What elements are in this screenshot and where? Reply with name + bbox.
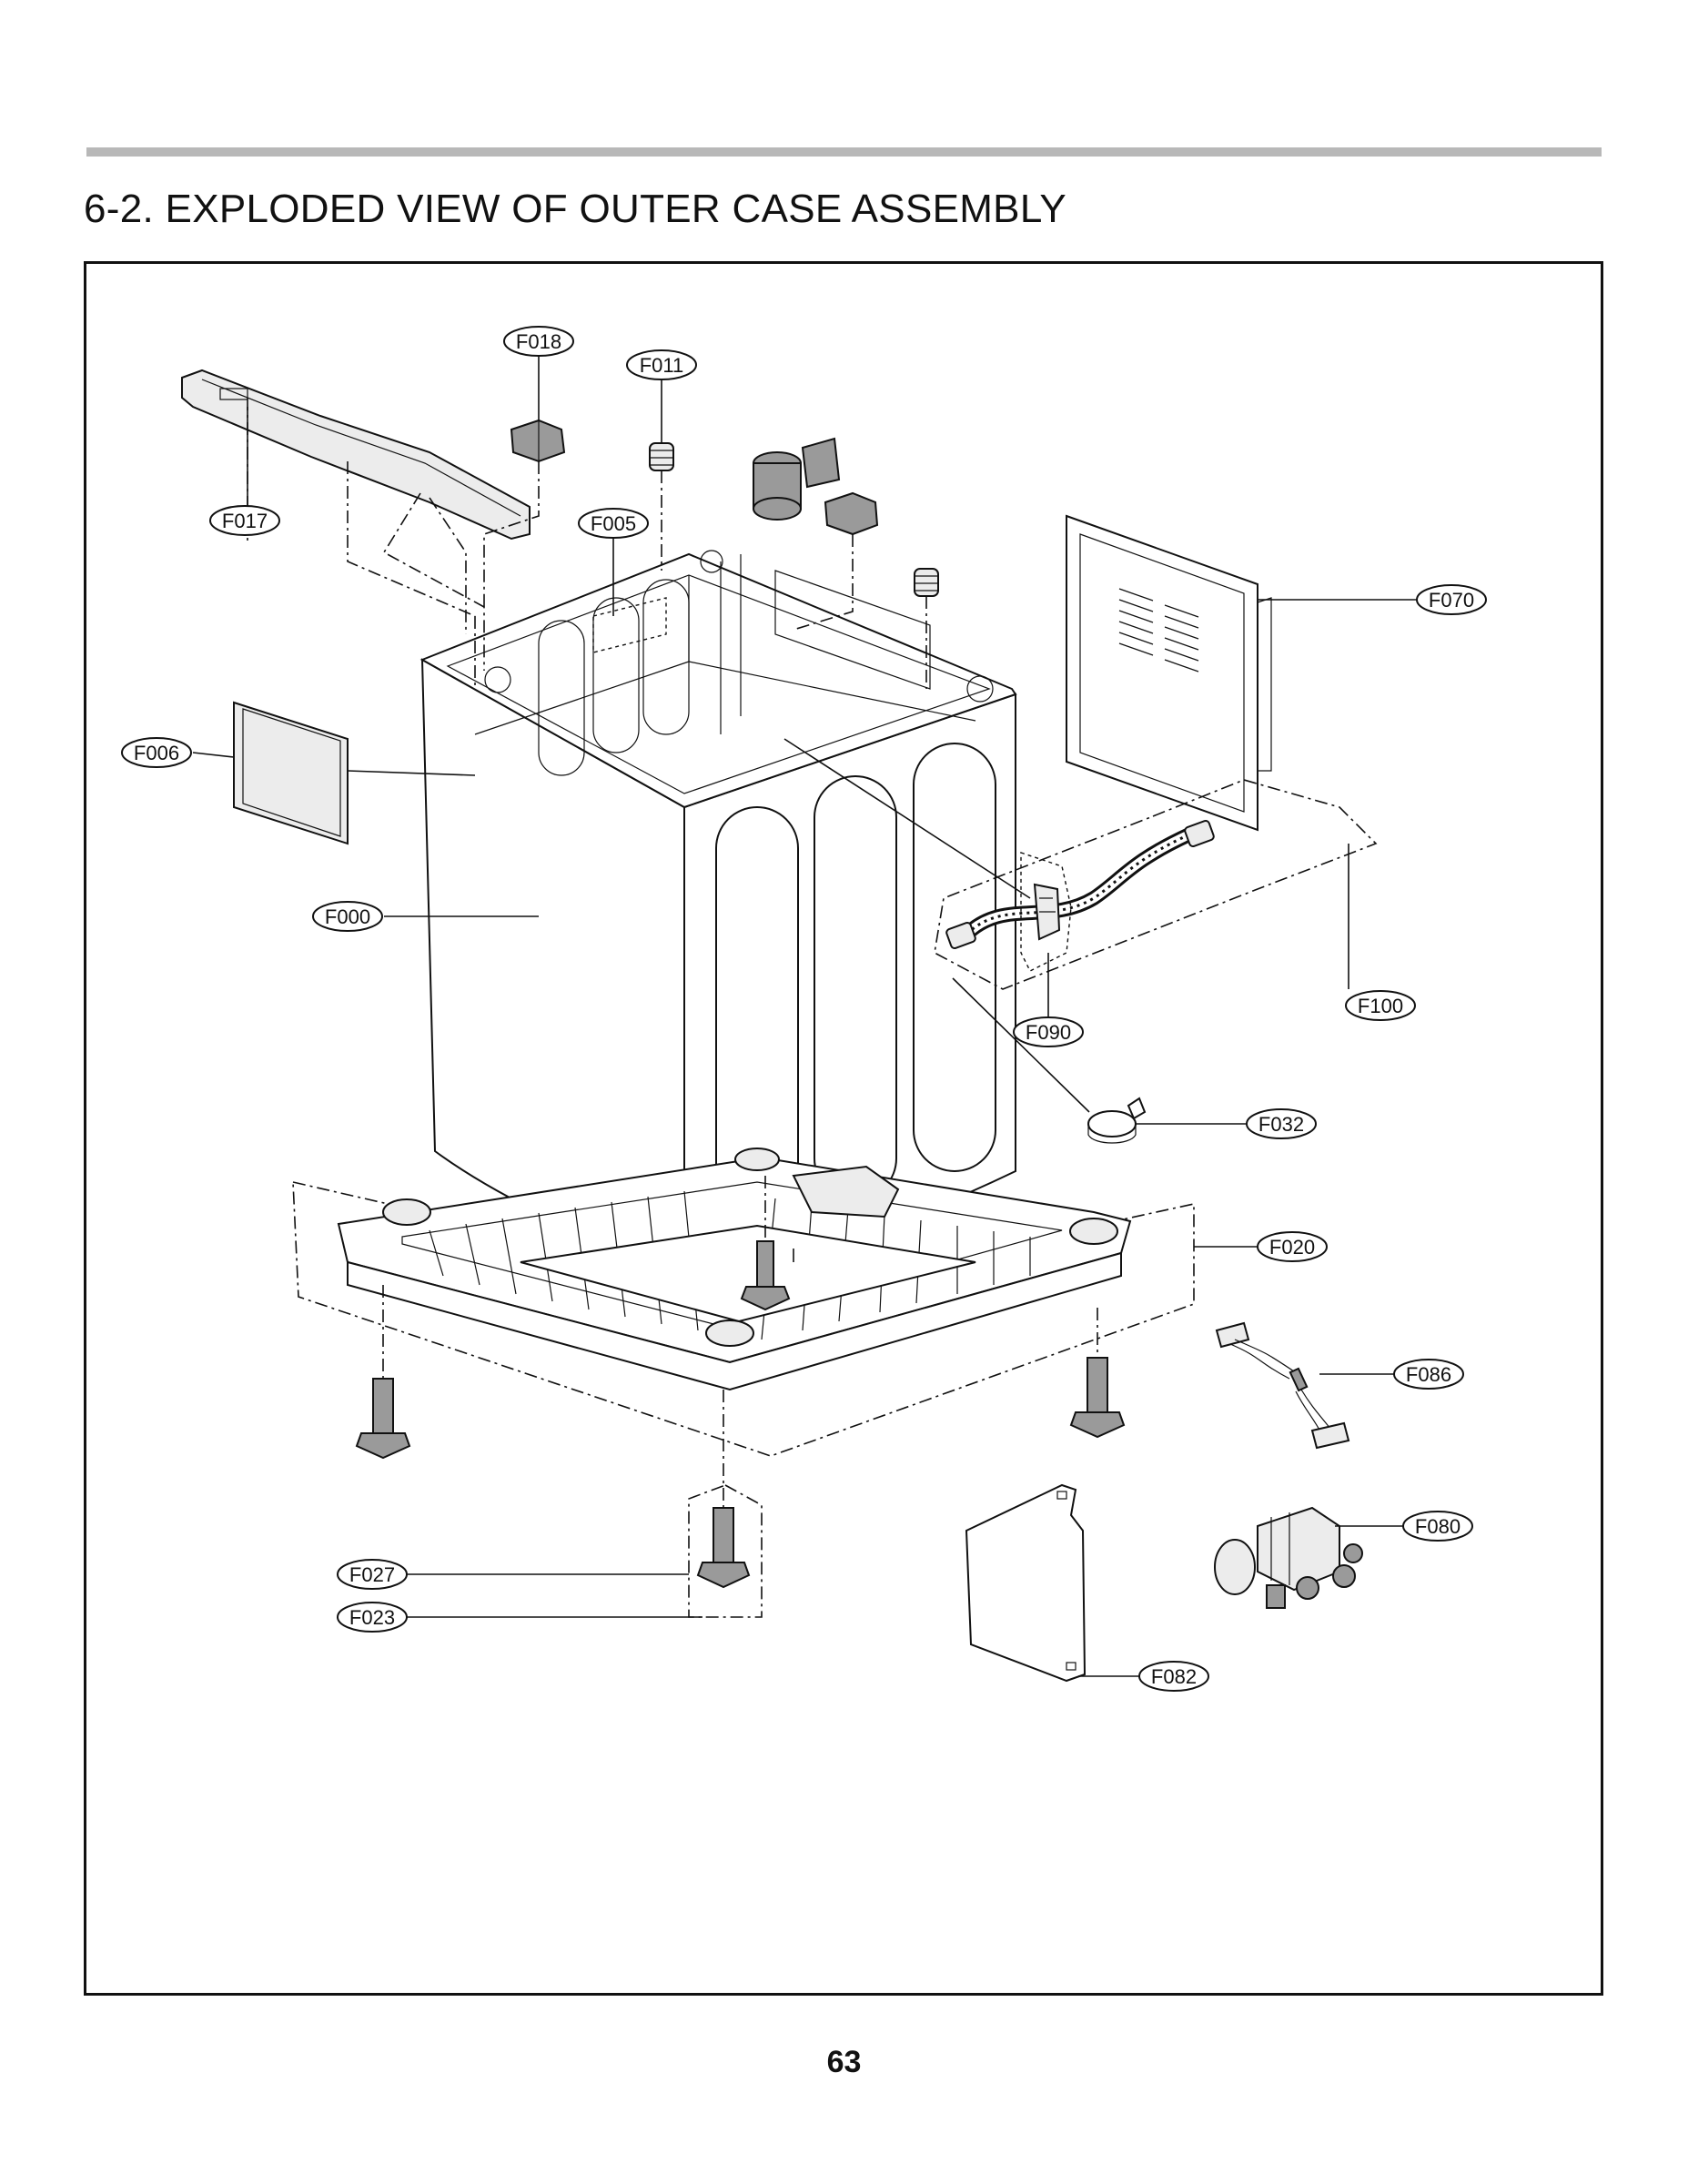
- clip-part-2: [824, 491, 879, 536]
- callout-label: F090: [1026, 1021, 1071, 1044]
- callout-label: F018: [516, 330, 561, 353]
- callout-label: F032: [1258, 1113, 1304, 1136]
- callout-F020: F020: [1257, 1231, 1328, 1262]
- callout-label: F000: [325, 905, 370, 928]
- rear-cover-panel: [1066, 514, 1272, 832]
- callout-label: F020: [1269, 1236, 1315, 1259]
- top-bracket-part: [181, 369, 531, 541]
- callout-F070: F070: [1416, 584, 1487, 615]
- callout-F027: F027: [337, 1559, 408, 1590]
- callout-F018: F018: [503, 326, 574, 420]
- header-rule: [86, 147, 1602, 157]
- callout-F005: F005: [578, 508, 649, 616]
- bumper-part-2: [914, 568, 939, 597]
- page-title: 6-2. EXPLODED VIEW OF OUTER CASE ASSEMBL…: [84, 187, 1066, 231]
- callout-label: F070: [1429, 589, 1474, 612]
- inlet-connector-part: [753, 437, 841, 521]
- callout-label: F086: [1406, 1363, 1451, 1386]
- callout-label: F080: [1415, 1515, 1461, 1538]
- diagram-frame: [84, 261, 1603, 1996]
- callout-F032: F032: [1246, 1108, 1317, 1139]
- callout-label: F005: [591, 512, 636, 535]
- callout-F023: F023: [337, 1602, 408, 1633]
- callout-label: F027: [349, 1563, 395, 1586]
- bracket-plate-part: [965, 1483, 1087, 1683]
- callout-label: F100: [1358, 995, 1403, 1017]
- lever-part: [1020, 852, 1072, 972]
- clip-part-1: [510, 419, 566, 463]
- drain-pump-part: [1214, 1506, 1363, 1609]
- hose-clamp-part: [1087, 1097, 1147, 1144]
- callout-F000: F000: [312, 901, 383, 932]
- leveling-foot-left: [355, 1378, 411, 1460]
- callout-label: F082: [1151, 1665, 1197, 1688]
- leveling-foot-front: [688, 1484, 763, 1618]
- callout-F090: F090: [1013, 1016, 1084, 1047]
- outer-cabinet: [419, 550, 1017, 1276]
- leveling-foot-right: [1069, 1357, 1126, 1439]
- callout-F082: F082: [1138, 1661, 1209, 1692]
- callout-F006: F006: [121, 737, 192, 768]
- wire-harness-part: [1215, 1321, 1350, 1450]
- exploded-view-diagram: F018 F011 F017 F005 F070 F006 F000 F100 …: [121, 326, 1487, 1692]
- callout-label: F006: [134, 742, 179, 764]
- callout-label: F023: [349, 1606, 395, 1629]
- callout-label: F017: [222, 510, 268, 532]
- leader-lines: [192, 398, 1417, 1677]
- base-frame-part: [292, 1148, 1195, 1457]
- callout-F086: F086: [1393, 1359, 1464, 1390]
- page-number: 63: [826, 2045, 862, 2079]
- drain-hose-part: [934, 779, 1378, 990]
- callout-label: F011: [640, 354, 684, 377]
- callout-F017: F017: [209, 407, 280, 536]
- callout-F080: F080: [1402, 1511, 1473, 1542]
- callout-F100: F100: [1345, 990, 1416, 1021]
- bumper-part-1: [649, 442, 674, 471]
- filter-panel-part: [233, 701, 349, 845]
- callout-F011: F011: [626, 349, 697, 443]
